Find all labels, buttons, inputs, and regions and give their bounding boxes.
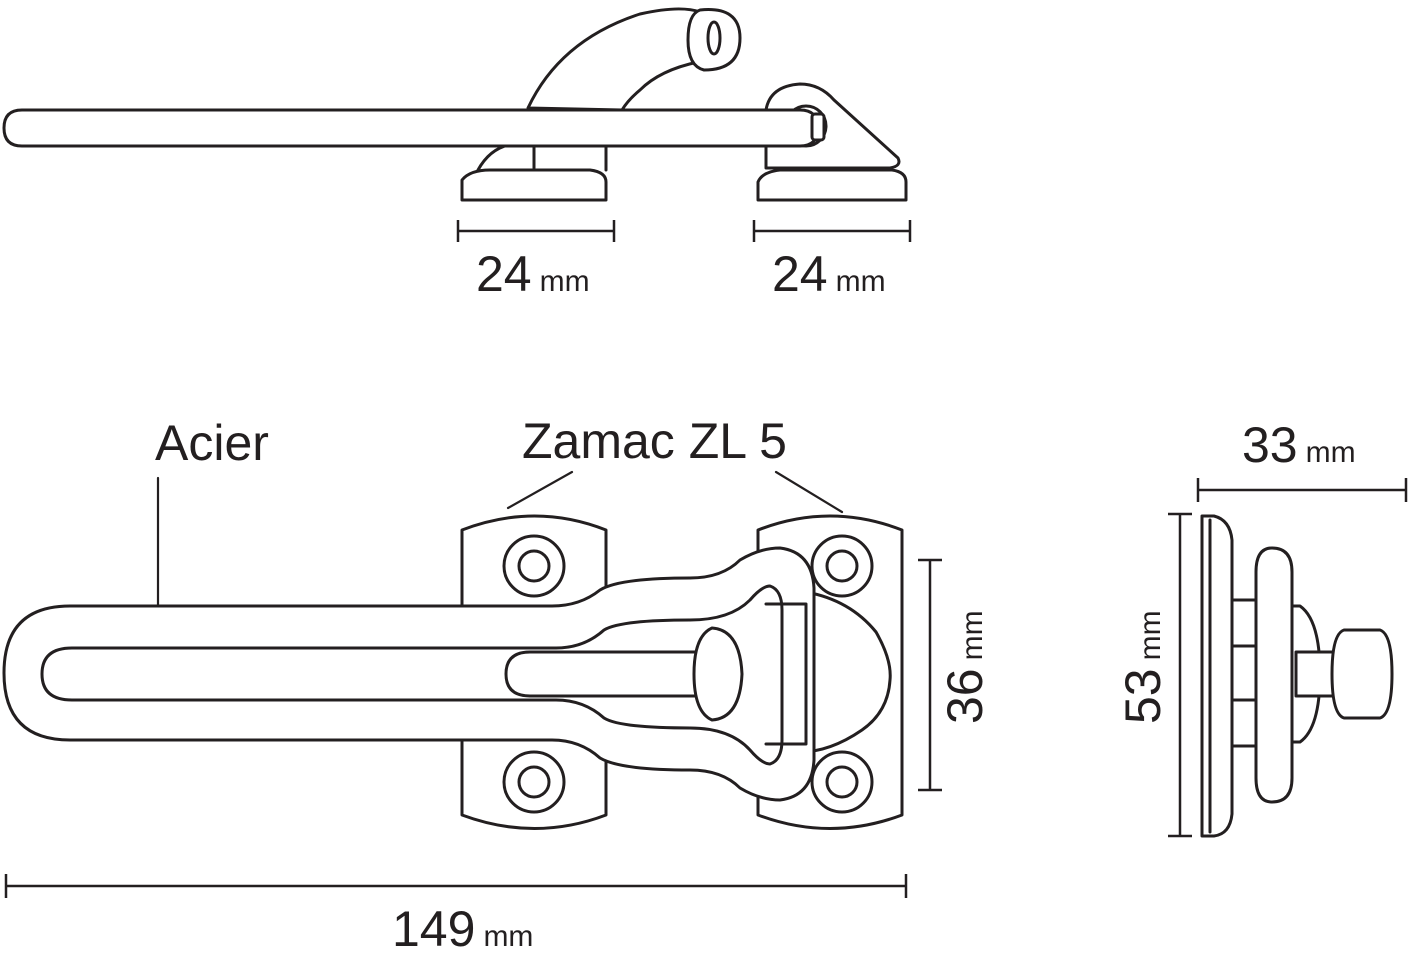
dim-53-label: 53mm xyxy=(1115,610,1171,724)
side-upper-block xyxy=(1230,598,1260,648)
top-rod-nut xyxy=(810,112,826,142)
top-knob xyxy=(686,8,742,72)
screw-hole-top-right-inner xyxy=(825,549,859,583)
front-view: Acier Zamac ZL 5 36mm xyxy=(2,413,993,957)
screw-hole-top-left-inner xyxy=(517,549,551,583)
dim-36-label: 36mm xyxy=(937,610,993,724)
front-hinge-cover xyxy=(764,602,808,746)
top-steel-rod xyxy=(2,108,820,148)
leader-zamac-right xyxy=(774,470,844,514)
top-knob-slot xyxy=(706,20,722,56)
top-right-base xyxy=(756,168,908,202)
label-steel: Acier xyxy=(155,415,269,471)
side-base-plate xyxy=(1200,514,1234,838)
side-lower-block xyxy=(1230,698,1260,748)
screw-hole-bottom-left xyxy=(502,750,566,814)
screw-hole-bottom-right xyxy=(810,750,874,814)
screw-hole-top-right xyxy=(810,534,874,598)
top-hook-arch xyxy=(526,7,702,112)
front-slide-knob xyxy=(692,626,744,722)
side-knob-shaft xyxy=(1294,650,1338,698)
label-zamac: Zamac ZL 5 xyxy=(522,413,787,469)
front-steel-loop-inner xyxy=(40,584,784,766)
top-left-base xyxy=(460,168,608,202)
side-rod xyxy=(1254,546,1294,804)
screw-hole-top-left xyxy=(502,534,566,598)
screw-hole-bottom-left-inner xyxy=(517,765,551,799)
side-knob xyxy=(1330,628,1394,720)
screw-hole-bottom-right-inner xyxy=(825,765,859,799)
leader-zamac-left xyxy=(506,470,574,510)
front-slide-rod xyxy=(504,650,702,698)
